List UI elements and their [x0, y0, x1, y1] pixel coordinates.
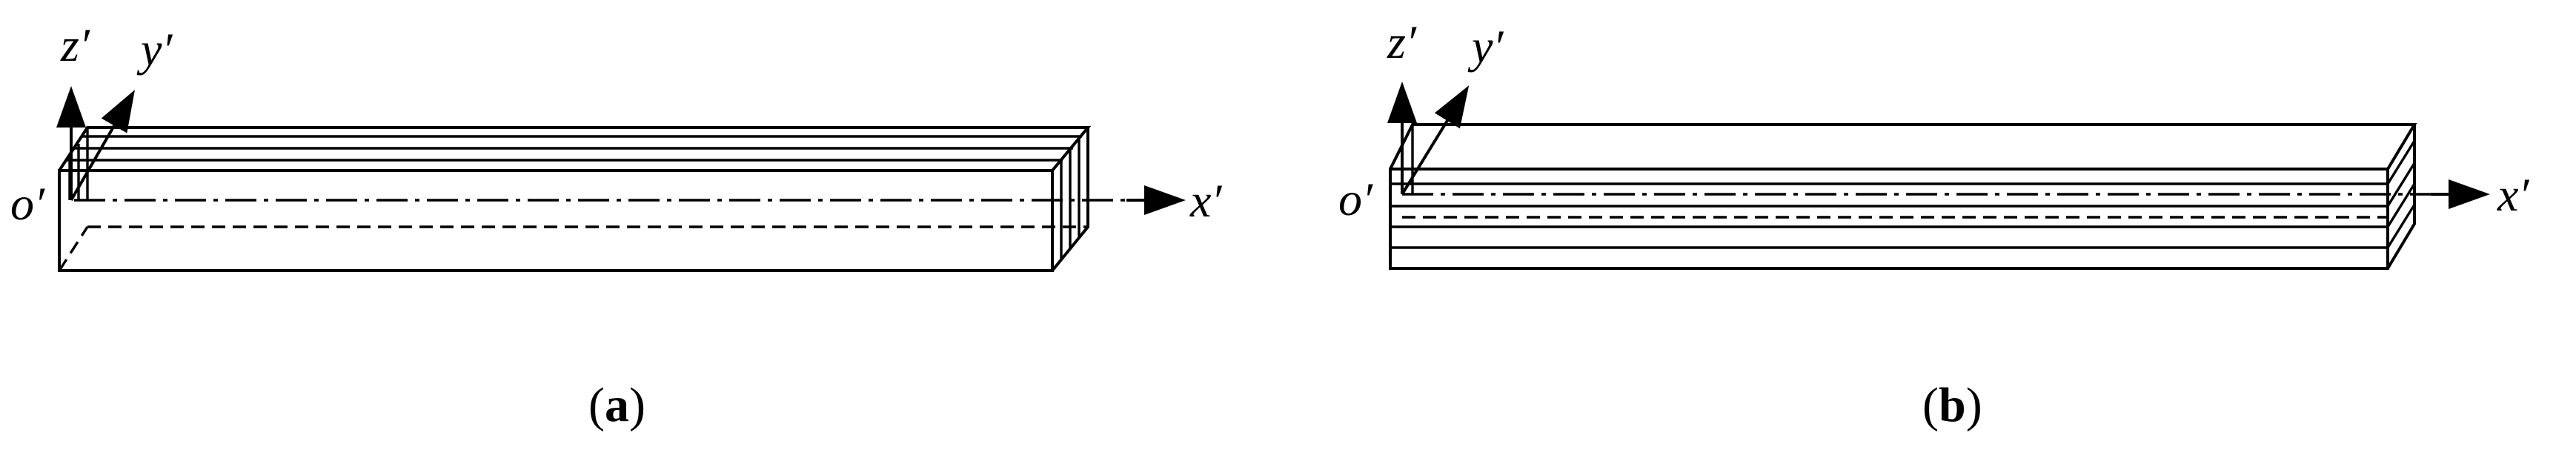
panel-a-z-label: z′	[60, 19, 90, 71]
panel-b-y-axis	[1401, 85, 1470, 196]
panel-b-end-layer	[2386, 204, 2416, 248]
panel-a-origin-label: o′	[10, 177, 45, 230]
panel-a-y-axis	[70, 90, 136, 202]
panel-b-beam	[1389, 123, 2417, 270]
panel-a-front-face	[58, 169, 1054, 272]
panel-a-caption: (a)	[588, 378, 645, 432]
panel-b-end-layer	[2386, 162, 2416, 207]
panel-a: z′ y′ x′ o′ (a)	[10, 19, 1222, 432]
panel-b: z′ y′ x′ o′ (b)	[1338, 16, 2529, 432]
panel-a-axes: z′ y′ x′ o′	[10, 19, 1222, 230]
panel-b-right-face	[2386, 125, 2416, 270]
panel-b-y-label: y′	[1467, 20, 1504, 73]
panel-a-hidden-edge	[58, 226, 89, 271]
panel-b-end-layer	[2386, 140, 2416, 185]
panel-a-beam	[58, 126, 1092, 272]
panel-b-axes: z′ y′ x′ o′	[1338, 16, 2529, 225]
panel-b-origin-label: o′	[1338, 173, 1373, 225]
panel-a-x-label: x′	[1189, 174, 1222, 227]
panel-b-x-label: x′	[2497, 168, 2529, 221]
panel-b-end-layer	[2386, 183, 2416, 228]
panel-b-top-face	[1389, 123, 2417, 171]
panel-a-y-label: y′	[136, 23, 173, 76]
panel-b-z-label: z′	[1387, 16, 1417, 68]
panel-b-caption: (b)	[1922, 378, 1982, 432]
panel-b-front-face	[1389, 168, 2389, 270]
